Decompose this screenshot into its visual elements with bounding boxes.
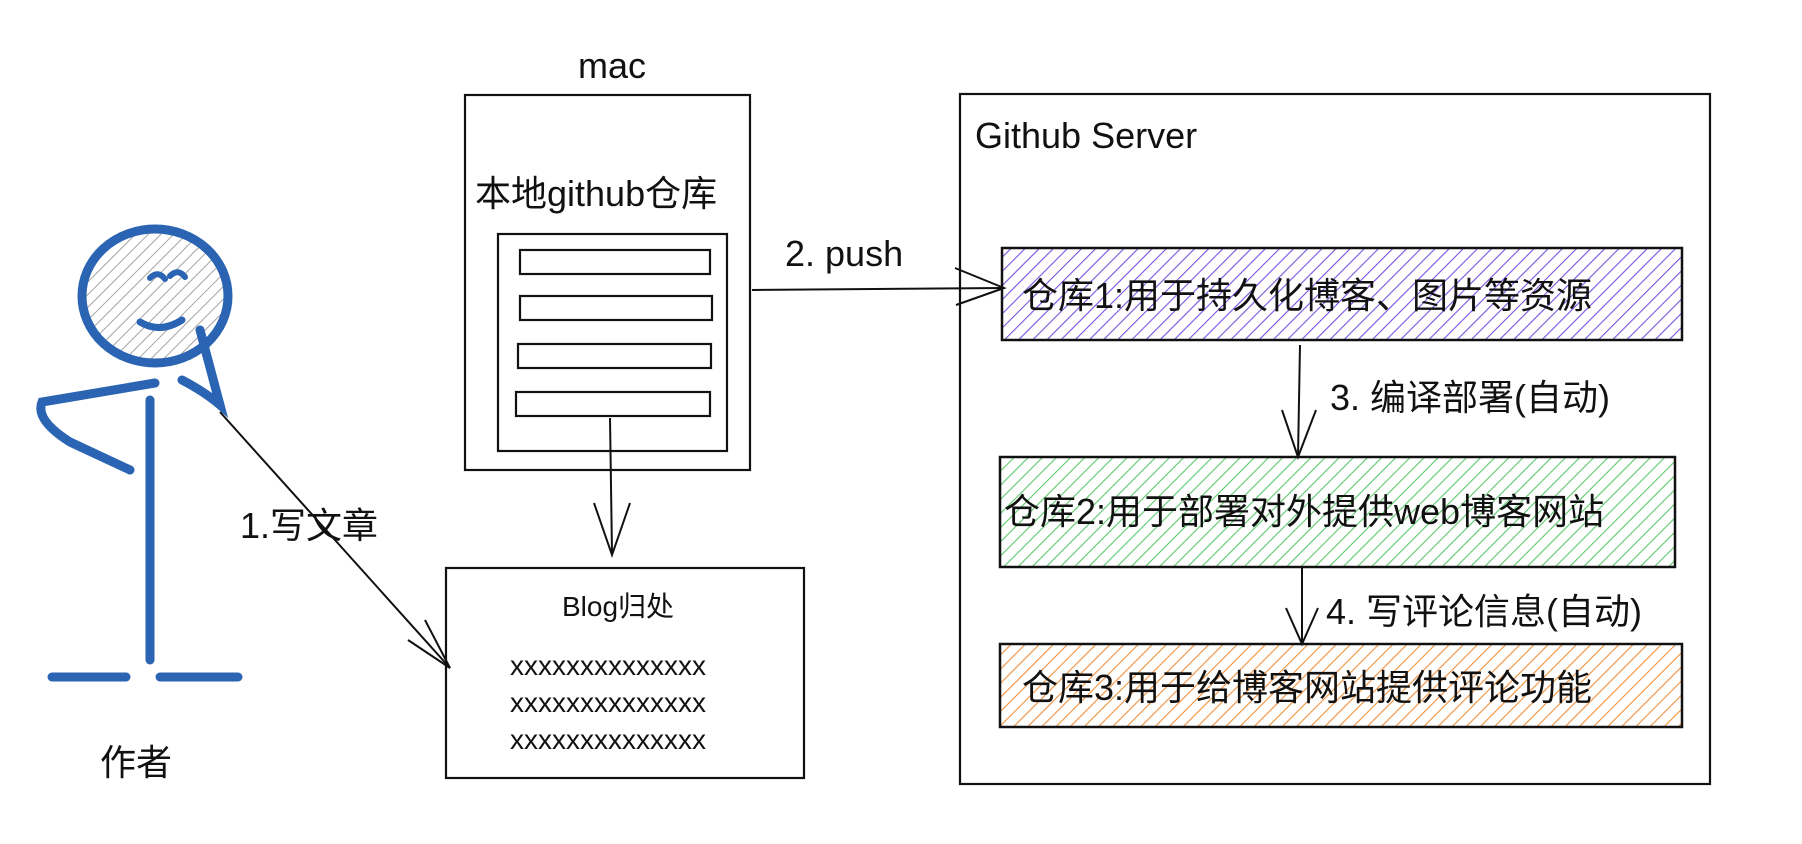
author-smile	[136, 316, 186, 331]
repo-file-line-4	[514, 390, 712, 418]
author-stick-figure	[36, 224, 243, 682]
blog-line-3: xxxxxxxxxxxxxx	[510, 724, 706, 755]
github-server-title: Github Server	[975, 115, 1198, 156]
repo2-label: 仓库2:用于部署对外提供web博客网站	[1004, 491, 1605, 532]
author-eye-right	[167, 269, 188, 280]
author-hand-to-chin	[177, 325, 229, 418]
mac-title: mac	[578, 45, 647, 86]
blog-line-1: xxxxxxxxxxxxxx	[510, 650, 706, 681]
author-head	[77, 224, 233, 368]
repo-file-line-2	[518, 294, 714, 322]
repo-file-line-3	[516, 342, 713, 370]
repo1-label: 仓库1:用于持久化博客、图片等资源	[1022, 275, 1593, 316]
blog-box	[444, 566, 806, 780]
arrow-comment	[1285, 568, 1319, 647]
arrow-compile-label: 3. 编译部署(自动)	[1330, 377, 1611, 418]
arrow-mac-to-blog	[593, 417, 631, 559]
arrow-comment-label: 4. 写评论信息(自动)	[1326, 591, 1643, 632]
repo1-box	[1000, 246, 1684, 342]
author-label: 作者	[100, 742, 173, 783]
mac-box	[463, 93, 752, 472]
arrow-compile-deploy	[1281, 344, 1317, 460]
author-eye-left	[147, 271, 168, 282]
repo2-box	[998, 455, 1677, 569]
repo3-label: 仓库3:用于给博客网站提供评论功能	[1022, 667, 1593, 708]
github-server-box	[958, 92, 1712, 786]
mac-repo-label: 本地github仓库	[475, 173, 718, 214]
blog-line-2: xxxxxxxxxxxxxx	[510, 687, 706, 718]
arrow-write-label: 1.写文章	[240, 505, 379, 546]
blog-title: Blog归处	[562, 591, 675, 622]
author-arm-left	[36, 378, 160, 475]
arrow-push-label: 2. push	[785, 233, 904, 274]
repo3-box	[998, 642, 1684, 729]
repo-file-line-1	[518, 248, 712, 276]
arrow-write-article	[219, 411, 451, 669]
